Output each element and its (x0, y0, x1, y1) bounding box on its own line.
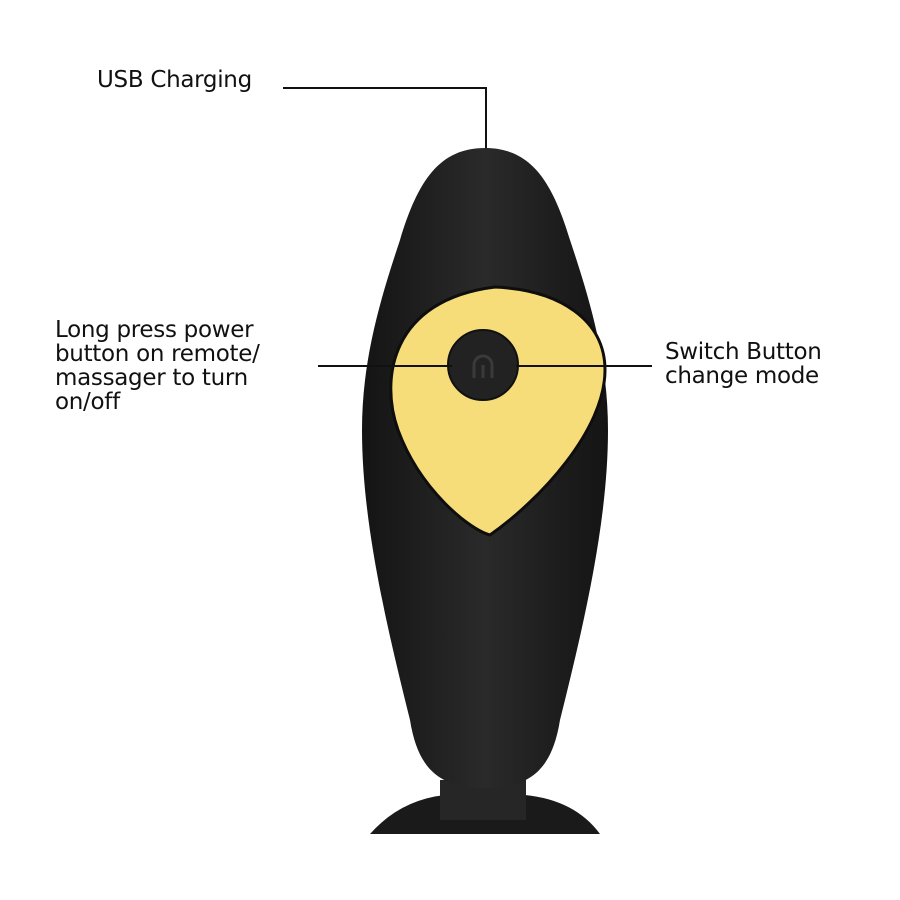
switch-button-label: Switch Button change mode (665, 340, 822, 388)
switch-label-line: Switch Button (665, 339, 822, 365)
power-label-line: button on remote/ (55, 341, 260, 367)
power-icon (472, 354, 494, 378)
usb-callout-line (283, 87, 487, 148)
switch-label-line: change mode (665, 363, 819, 389)
usb-charging-label: USB Charging (97, 67, 252, 93)
power-button-label: Long press power button on remote/ massa… (55, 318, 260, 414)
power-label-line: massager to turn (55, 365, 248, 391)
power-label-line: on/off (55, 389, 120, 415)
callout-lines (283, 87, 652, 367)
power-label-line: Long press power (55, 317, 254, 343)
power-button[interactable] (447, 329, 519, 401)
